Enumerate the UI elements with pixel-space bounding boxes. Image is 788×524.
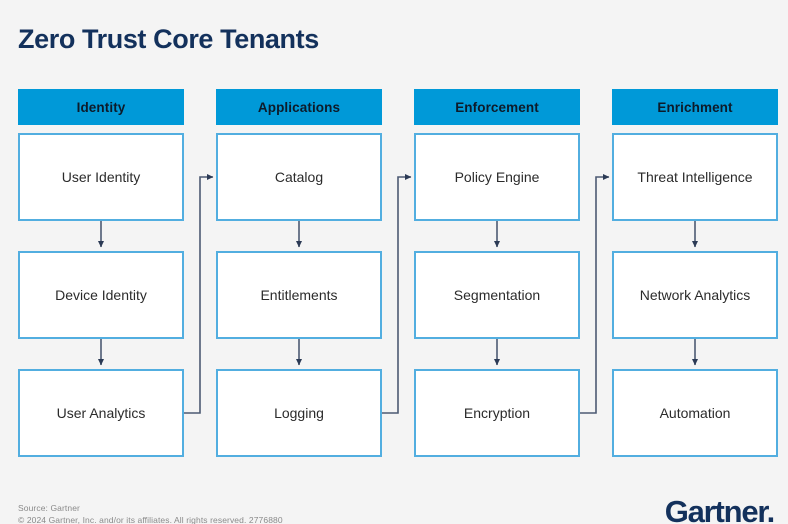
node-threat-intelligence[interactable]: Threat Intelligence: [612, 133, 778, 221]
footer: Source: Gartner © 2024 Gartner, Inc. and…: [0, 470, 788, 524]
node-encryption[interactable]: Encryption: [414, 369, 580, 457]
node-network-analytics[interactable]: Network Analytics: [612, 251, 778, 339]
arrow-encryption-to-threat-intelligence: [580, 173, 610, 414]
arrow-user-analytics-to-catalog: [184, 173, 214, 414]
page-title: Zero Trust Core Tenants: [18, 24, 319, 54]
column-header-identity: Identity: [18, 89, 184, 125]
gartner-logo: Gartner.: [664, 494, 776, 524]
source-text: Source: Gartner: [18, 503, 80, 513]
column-header-enforcement: Enforcement: [414, 89, 580, 125]
node-user-identity[interactable]: User Identity: [18, 133, 184, 221]
node-segmentation[interactable]: Segmentation: [414, 251, 580, 339]
node-catalog[interactable]: Catalog: [216, 133, 382, 221]
node-policy-engine[interactable]: Policy Engine: [414, 133, 580, 221]
node-user-analytics[interactable]: User Analytics: [18, 369, 184, 457]
column-header-applications: Applications: [216, 89, 382, 125]
node-automation[interactable]: Automation: [612, 369, 778, 457]
arrow-logging-to-policy-engine: [382, 173, 412, 414]
node-device-identity[interactable]: Device Identity: [18, 251, 184, 339]
column-header-enrichment: Enrichment: [612, 89, 778, 125]
copyright-text: © 2024 Gartner, Inc. and/or its affiliat…: [18, 515, 283, 524]
node-logging[interactable]: Logging: [216, 369, 382, 457]
node-entitlements[interactable]: Entitlements: [216, 251, 382, 339]
zero-trust-flow-diagram: Identity User Identity Device Identity U…: [18, 89, 778, 457]
